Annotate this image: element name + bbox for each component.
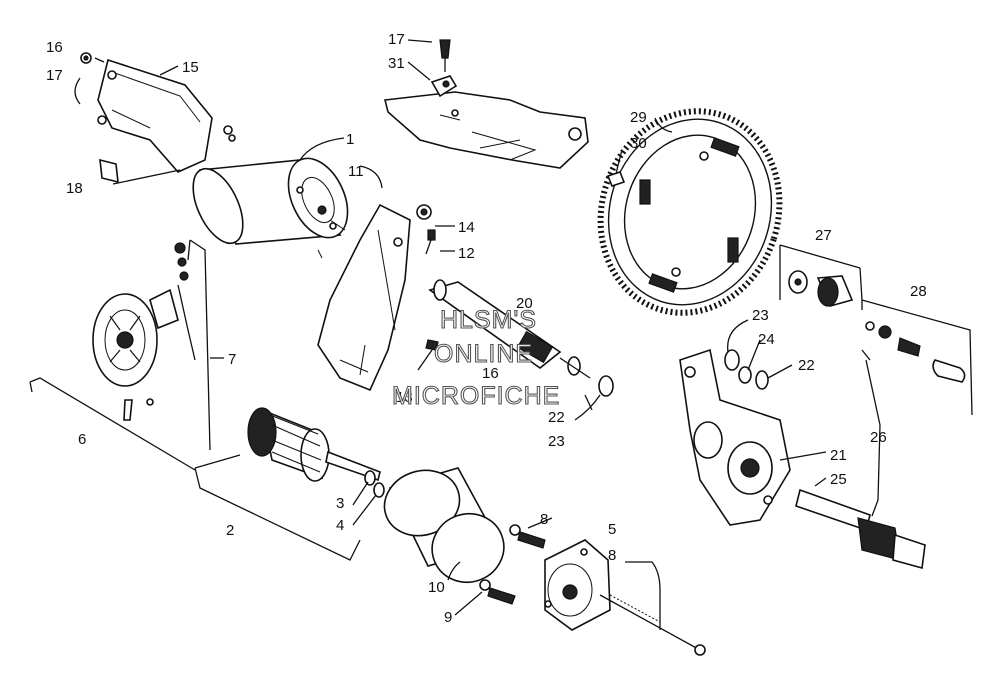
leader-11	[359, 165, 383, 189]
label-8-top: 8	[540, 511, 548, 528]
label-24: 24	[758, 331, 775, 348]
leader-center	[559, 357, 601, 421]
label-21: 21	[830, 447, 847, 464]
leader-14-12	[435, 225, 455, 252]
leader-17-31	[407, 39, 433, 81]
label-23-left: 23	[548, 433, 565, 450]
part-10-field-housing	[383, 467, 505, 583]
watermark: HLSM'S ONLINE MICROFICHE	[391, 305, 560, 410]
part-16-nut	[80, 52, 92, 64]
part-31-clip	[430, 75, 458, 98]
label-3: 3	[336, 495, 344, 512]
label-14: 14	[458, 219, 475, 236]
label-10: 10	[428, 579, 445, 596]
part-4-washer	[373, 482, 385, 498]
label-17: 17	[46, 67, 63, 84]
part-22-washer-right	[755, 370, 769, 390]
label-12: 12	[458, 245, 475, 262]
label-1: 1	[346, 131, 354, 148]
watermark-line-1: HLSM'S	[440, 306, 537, 334]
part-23-washer-left	[598, 375, 614, 397]
part-9-screw-bottom	[479, 579, 516, 605]
part-27-pinion-group	[779, 244, 863, 307]
label-31: 31	[388, 55, 405, 72]
part-1-motor-housing	[192, 125, 349, 259]
part-22-washer-left	[567, 356, 581, 376]
part-18-bushing	[99, 158, 119, 184]
label-18: 18	[66, 180, 83, 197]
label-22-left: 22	[548, 409, 565, 426]
part-2-armature	[247, 407, 381, 482]
label-6: 6	[78, 431, 86, 448]
bracket-8	[625, 561, 661, 630]
label-28: 28	[910, 283, 927, 300]
label-16-center: 16	[482, 365, 499, 382]
label-8-right: 8	[608, 547, 616, 564]
label-29: 29	[630, 109, 647, 126]
leader-1	[299, 137, 345, 161]
part-15-strap	[97, 58, 213, 173]
label-17-top: 17	[388, 31, 405, 48]
label-13: 13	[396, 389, 413, 406]
label-30: 30	[630, 135, 647, 152]
bracket-2	[194, 454, 361, 561]
part-11-bracket	[317, 203, 411, 392]
label-25: 25	[830, 471, 847, 488]
part-17-bolt-top	[439, 39, 451, 72]
part-top-plate	[384, 91, 589, 169]
leader-3-4	[352, 481, 377, 526]
label-2: 2	[226, 522, 234, 539]
label-20: 20	[516, 295, 533, 312]
part-14-nut	[416, 204, 432, 220]
watermark-line-2: ONLINE	[434, 340, 533, 368]
part-7-brush-plate	[92, 239, 211, 451]
label-27: 27	[815, 227, 832, 244]
leader-26	[861, 349, 881, 517]
label-9: 9	[444, 609, 452, 626]
part-23-washer-right	[724, 349, 740, 371]
part-5-end-cap	[544, 539, 611, 631]
part-20-shaft	[428, 279, 562, 370]
part-29-ring-gear	[597, 108, 783, 316]
leader-10-9	[447, 517, 553, 616]
label-5: 5	[608, 521, 616, 538]
label-4: 4	[336, 517, 344, 534]
label-11: 11	[348, 163, 364, 180]
part-21-drive-housing	[679, 348, 791, 526]
leader-lines-top-left	[74, 57, 181, 185]
part-25-pinion-shaft	[795, 488, 926, 570]
part-12-screw	[425, 229, 436, 255]
leader-right-washers	[727, 319, 793, 379]
leader-21-25	[779, 451, 827, 487]
label-22-right: 22	[798, 357, 815, 374]
label-7: 7	[228, 351, 236, 368]
bracket-6	[29, 377, 196, 471]
label-23-right: 23	[752, 307, 769, 324]
watermark-line-3: MICROFICHE	[392, 382, 560, 410]
leader-29-30	[615, 117, 673, 175]
label-15: 15	[182, 59, 199, 76]
label-26: 26	[870, 429, 887, 446]
part-24-washer	[738, 366, 752, 384]
part-9-screw-top	[509, 524, 546, 549]
label-16: 16	[46, 39, 63, 56]
part-28-spring-group	[861, 299, 973, 416]
part-8-through-bolt	[599, 594, 706, 656]
part-13-bolt	[417, 339, 439, 371]
part-3-washer	[364, 470, 376, 486]
